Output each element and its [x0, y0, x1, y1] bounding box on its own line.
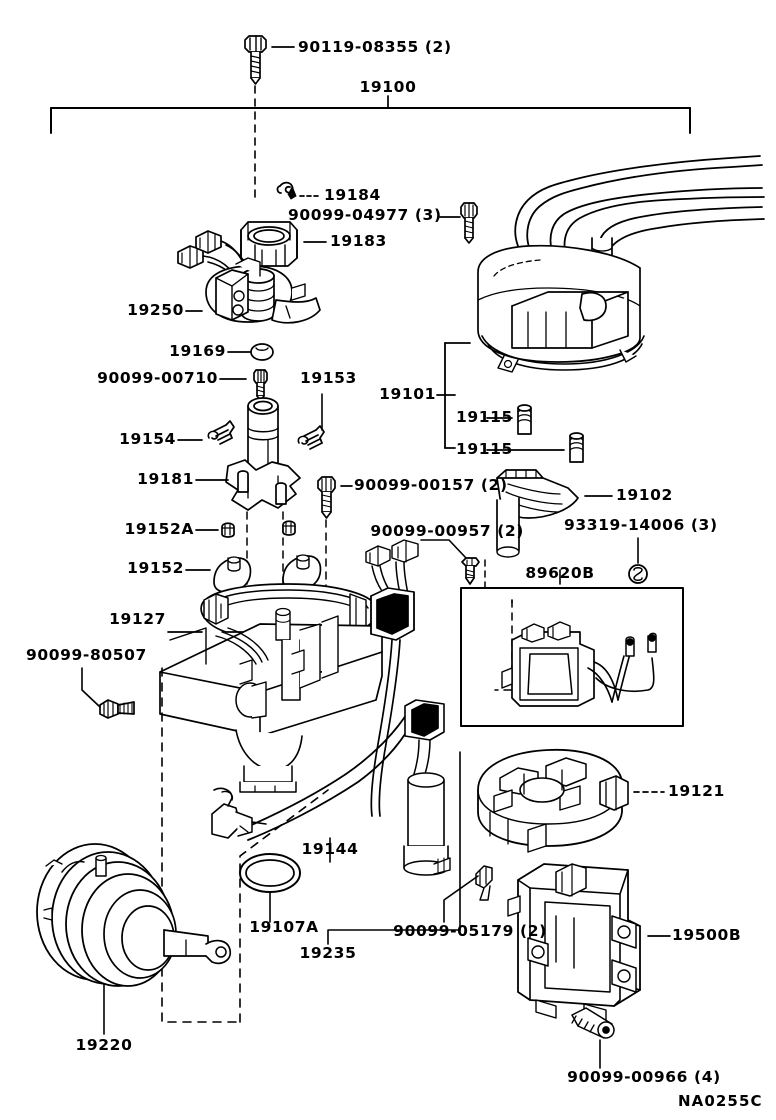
- part-19115-contact-b: [569, 432, 584, 463]
- label-90099-00710: 90099-00710: [97, 369, 218, 387]
- part-90099-00710-screw: [253, 369, 268, 401]
- part-19115-contact-a: [517, 404, 532, 435]
- part-19127-housing: [159, 583, 383, 793]
- part-90099-00157-screw: [317, 476, 336, 519]
- part-19220-vacuum-advance: [36, 843, 232, 987]
- label-19101: 19101: [379, 385, 436, 403]
- part-19152A-clip-left: [221, 522, 235, 538]
- label-19152A: 19152A: [124, 520, 194, 538]
- label-19115-a: 19115: [456, 408, 513, 426]
- guide-bracket-left: [161, 667, 241, 1023]
- part-90099-00957-screw: [461, 557, 480, 585]
- part-90099-80507-screw: [99, 699, 135, 719]
- part-19500B-coil: [507, 863, 641, 1023]
- part-19153-spring: [297, 425, 325, 450]
- part-90119-08355-bolt: [244, 35, 267, 85]
- label-19169: 19169: [169, 342, 226, 360]
- label-19152: 19152: [127, 559, 184, 577]
- label-90099-04977: 90099-04977 (3): [288, 206, 442, 224]
- leader-05179: [443, 875, 479, 923]
- label-90099-00966: 90099-00966 (4): [567, 1068, 721, 1086]
- part-19169-oring: [250, 343, 274, 361]
- part-19154-spring: [207, 420, 235, 445]
- part-90099-05179-clip: [475, 865, 493, 901]
- bracket-19101: [436, 342, 471, 449]
- part-19183-shield: [240, 221, 298, 267]
- label-90099-05179: 90099-05179 (2): [393, 922, 547, 940]
- part-19250-pickup-coil: [177, 230, 321, 324]
- label-19121: 19121: [668, 782, 725, 800]
- bracket-19100: [50, 95, 691, 134]
- label-19183: 19183: [330, 232, 387, 250]
- label-19100: 19100: [359, 78, 417, 96]
- label-90099-00157: 90099-00157 (2): [354, 476, 508, 494]
- part-19107A-oring: [239, 853, 301, 893]
- label-19144: 19144: [301, 840, 359, 858]
- part-90099-00966-screw: [571, 1007, 615, 1039]
- part-19102-rotor: [496, 469, 579, 558]
- figure-code: NA0255C: [678, 1092, 763, 1110]
- part-19152-weight-left: [213, 556, 252, 593]
- part-90099-04977-screw: [460, 202, 478, 244]
- label-93319-14006: 93319-14006 (3): [564, 516, 718, 534]
- guide-bracket-bottom: [239, 789, 329, 1023]
- label-19250: 19250: [127, 301, 184, 319]
- part-19144-cord: [211, 711, 415, 841]
- label-19153: 19153: [300, 369, 357, 387]
- label-19184: 19184: [324, 186, 381, 204]
- part-19235-harness: [365, 539, 451, 876]
- part-19121-signal-rotor: [477, 748, 629, 853]
- label-19181: 19181: [137, 470, 194, 488]
- part-89620B-igniter-inset: [460, 559, 684, 727]
- leader-80507: [81, 667, 101, 708]
- label-19107A: 19107A: [249, 918, 319, 936]
- label-19500B: 19500B: [672, 926, 742, 944]
- label-19220: 19220: [75, 1036, 133, 1054]
- part-19181-shaft: [225, 397, 301, 511]
- part-19152A-clip-right: [282, 520, 296, 536]
- part-93319-14006-screw: [628, 564, 648, 584]
- leader-19235: [327, 751, 461, 945]
- label-19115-b: 19115: [456, 440, 513, 458]
- part-19184-clip: [276, 181, 297, 200]
- label-19154: 19154: [119, 430, 176, 448]
- label-90119-08355: 90119-08355 (2): [298, 38, 452, 56]
- label-19127: 19127: [109, 610, 166, 628]
- label-19235: 19235: [299, 944, 357, 962]
- label-89620B: 89620B: [525, 564, 595, 582]
- label-90099-80507: 90099-80507: [26, 646, 147, 664]
- part-19101-cap: [477, 155, 765, 373]
- leader-00957: [420, 539, 467, 559]
- label-90099-00957: 90099-00957 (2): [370, 522, 524, 540]
- label-19102: 19102: [616, 486, 673, 504]
